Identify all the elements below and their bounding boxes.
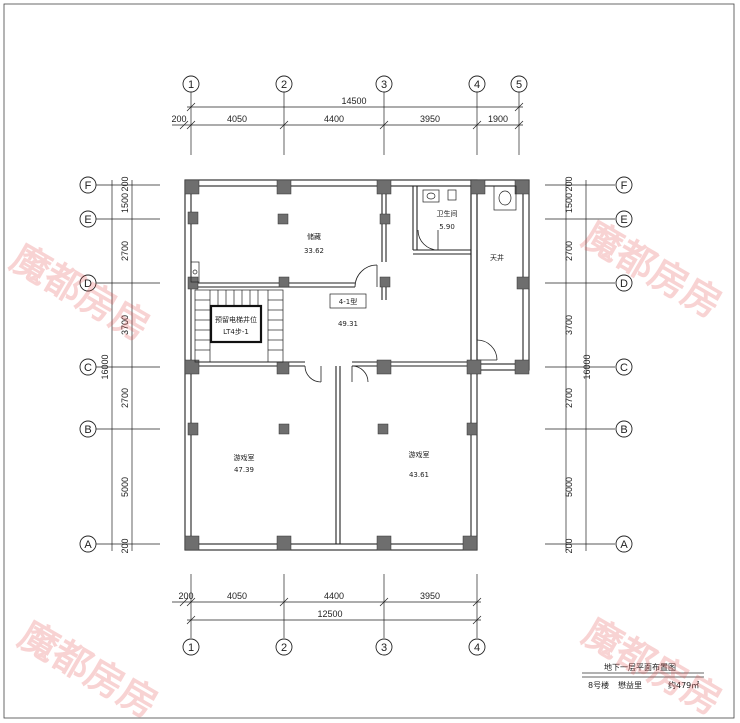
- title-block: [582, 672, 704, 678]
- drawing-border: [3, 3, 735, 719]
- svg-text:3700: 3700: [564, 315, 574, 335]
- axis-C-right: C: [620, 362, 628, 374]
- axis-E-left: E: [84, 214, 91, 226]
- svg-text:2700: 2700: [120, 388, 130, 408]
- building-number: 8号楼: [588, 680, 609, 690]
- bottom-axis-bubbles: [182, 638, 486, 656]
- bottom-total-dim: 12500: [317, 609, 342, 619]
- top-total-dim: 14500: [341, 96, 366, 106]
- axis-2-bottom: 2: [281, 642, 287, 654]
- axis-D-right: D: [620, 278, 628, 290]
- axis-B-left: B: [84, 424, 91, 436]
- axis-4-top: 4: [474, 79, 480, 91]
- svg-text:1500: 1500: [564, 193, 574, 213]
- top-dimension-lines: [172, 92, 524, 155]
- estate-name: 懋益里: [618, 680, 642, 690]
- bottom-dim-seg-2: 4400: [324, 591, 344, 601]
- right-axis-bubbles: [615, 176, 633, 553]
- hall-area: 49.31: [338, 320, 358, 328]
- floor-area: 约479㎡: [668, 680, 699, 690]
- top-dim-seg-4: 1900: [488, 114, 508, 124]
- elevator-shaft-box: [209, 304, 263, 344]
- svg-text:5000: 5000: [120, 477, 130, 497]
- bathroom-name: 卫生间: [437, 209, 458, 218]
- bottom-offset-dim: 200: [178, 591, 193, 601]
- svg-text:16000: 16000: [100, 354, 110, 379]
- left-axis-bubbles: [79, 176, 97, 553]
- top-dim-seg-1: 4050: [227, 114, 247, 124]
- game-room-right-area: 43.61: [409, 471, 429, 479]
- axis-B-right: B: [620, 424, 627, 436]
- svg-text:5000: 5000: [564, 477, 574, 497]
- svg-text:魔都房房: 魔都房房: [12, 613, 166, 723]
- drawing-title: 地下一层平面布置图: [604, 662, 676, 672]
- axis-F-left: F: [85, 180, 92, 192]
- svg-text:魔都房房: 魔都房房: [576, 610, 730, 723]
- axis-C-left: C: [84, 362, 92, 374]
- svg-text:16000: 16000: [582, 354, 592, 379]
- axis-5-top: 5: [516, 79, 522, 91]
- bathroom-area: 5.90: [439, 223, 455, 231]
- axis-F-right: F: [621, 180, 628, 192]
- bottom-dim-seg-1: 4050: [227, 591, 247, 601]
- right-side-dims: 200 1500 2700 3700 2700 5000 200 16000: [564, 176, 592, 553]
- game-room-left-name: 游戏室: [234, 453, 255, 462]
- bottom-dim-seg-3: 3950: [420, 591, 440, 601]
- svg-text:2700: 2700: [564, 388, 574, 408]
- axis-3-top: 3: [381, 79, 387, 91]
- axis-A-right: A: [620, 539, 628, 551]
- svg-text:魔都房房: 魔都房房: [4, 236, 158, 350]
- svg-text:200: 200: [120, 538, 130, 553]
- svg-text:200: 200: [564, 538, 574, 553]
- axis-4-bottom: 4: [474, 642, 480, 654]
- left-side-dims: 200 1500 2700 3700 2700 5000 200 16000: [100, 176, 130, 553]
- axis-D-left: D: [84, 278, 92, 290]
- unit-type-label: 4-1型: [339, 297, 357, 306]
- axis-A-left: A: [84, 539, 92, 551]
- bathroom-fixtures: [190, 185, 517, 283]
- axis-3-bottom: 3: [381, 642, 387, 654]
- svg-text:3700: 3700: [120, 315, 130, 335]
- top-offset-dim: 200: [171, 114, 186, 124]
- bottom-dimension-lines: [172, 574, 482, 638]
- unit-type-box: [329, 293, 367, 309]
- storage-room-area: 33.62: [304, 247, 324, 255]
- axis-2-top: 2: [281, 79, 287, 91]
- staircase: [194, 289, 284, 363]
- storage-room-name: 储藏: [307, 232, 321, 241]
- game-room-right-name: 游戏室: [409, 450, 430, 459]
- patio-name: 天井: [490, 253, 504, 262]
- elevator-code: LT4步-1: [223, 328, 249, 336]
- svg-text:200: 200: [564, 176, 574, 191]
- top-dim-seg-3: 3950: [420, 114, 440, 124]
- game-room-left-area: 47.39: [234, 466, 254, 474]
- elevator-note: 预留电梯井位: [215, 315, 257, 324]
- axis-1-top: 1: [188, 79, 194, 91]
- top-dim-seg-2: 4400: [324, 114, 344, 124]
- structural-columns: [184, 179, 530, 551]
- svg-text:1500: 1500: [120, 193, 130, 213]
- door-swings: [304, 229, 498, 383]
- svg-text:2700: 2700: [120, 241, 130, 261]
- svg-text:魔都房房: 魔都房房: [576, 213, 730, 327]
- svg-text:2700: 2700: [564, 241, 574, 261]
- svg-text:200: 200: [120, 176, 130, 191]
- axis-E-right: E: [620, 214, 627, 226]
- axis-1-bottom: 1: [188, 642, 194, 654]
- row-axis-lines: [96, 180, 615, 551]
